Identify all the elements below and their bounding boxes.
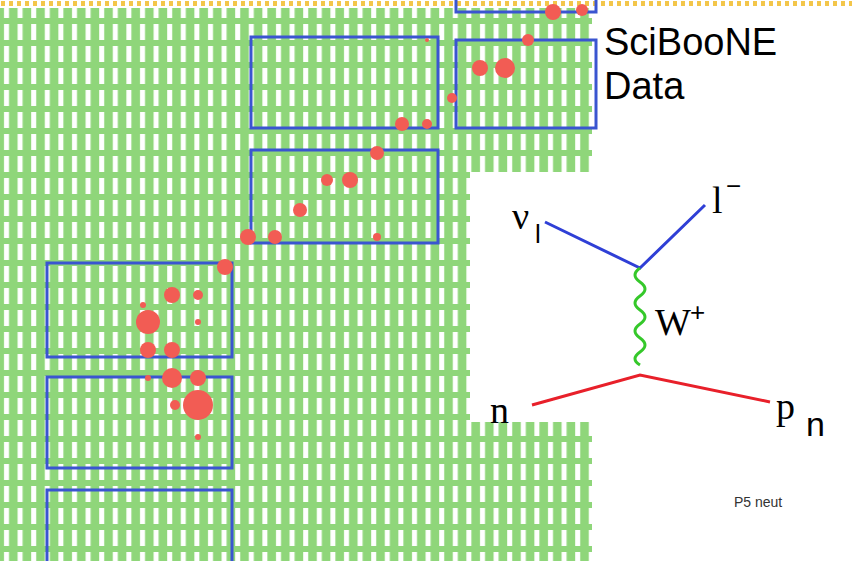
feynman-diagram: [532, 205, 770, 405]
neutrino-symbol: ν: [512, 196, 529, 236]
title: SciBooNE Data: [604, 20, 844, 108]
feynman-panel: [470, 172, 770, 422]
proton-symbol: p: [776, 386, 795, 426]
label-letter: n: [806, 406, 825, 442]
charge-superscript: −: [726, 172, 741, 200]
slide-note: P5 neut: [734, 494, 782, 510]
boson-symbol: W: [655, 302, 691, 342]
flavor-subscript: l: [535, 220, 541, 248]
charge-superscript: +: [690, 298, 705, 326]
neutron-symbol: n: [490, 390, 509, 430]
top-band: [0, 0, 852, 8]
lepton-symbol: l: [712, 180, 723, 220]
